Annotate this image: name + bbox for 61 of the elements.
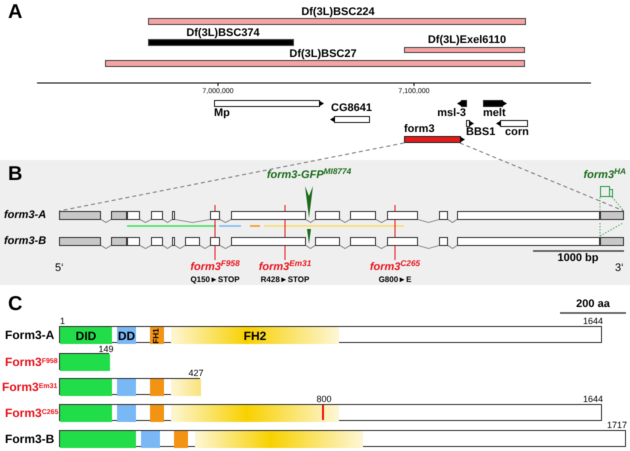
domain-label: DD [118,330,136,342]
domain-box [174,431,188,448]
domain-box [150,405,164,422]
domain-box [150,327,164,344]
domain-label: DID [76,330,96,342]
protein-label: Form3$^{C265}$ [5,407,58,419]
domain-box [60,431,136,448]
scale-label: 200 aa [576,299,610,310]
protein-label: Form3-A [5,329,54,341]
gene-label: Mp [214,108,230,119]
position-number: 1644 [582,395,603,404]
protein-label: Form3$^{F958}$ [5,356,58,368]
domain-box [171,327,339,344]
allele-label: form3$^{Em31}$ [258,262,312,273]
allele-label: form3$^{HA}$ [584,170,626,181]
allele-label: form3$^{C265}$ [370,262,420,273]
domain-box [171,379,201,396]
transcript-label: form3-A [4,210,46,221]
deletion-label: Df(3L)Exel6110 [428,35,506,46]
domain-box [117,405,136,422]
position-number: 149 [98,345,114,354]
gene-label: BBS1 [466,127,496,138]
domain-box [141,431,160,448]
deletion-label: Df(3L)BSC374 [186,28,260,39]
domain-box [117,379,136,396]
zoom-guide-line [460,142,624,212]
gene-label: CG8641 [331,103,372,114]
mutation-label: R428►STOP [260,276,310,284]
position-number: 1 [60,317,66,326]
deletion-label: Df(3L)BSC224 [301,7,375,18]
panel-letter: B [8,164,22,184]
position-number: 800 [316,395,332,404]
protein-label: Form3$^{Em31}$ [2,381,58,393]
domain-box [60,327,112,344]
domain-label: FH2 [244,330,266,342]
position-number: 427 [188,369,204,378]
panel-letter: A [8,2,22,22]
gene-label: form3 [404,124,435,135]
mutation-label: Q150►STOP [190,276,240,284]
gene-label: msl-3 [437,108,466,119]
domain-box [195,431,363,448]
transcript-label: form3-B [4,236,46,247]
scale-label: 1000 bp [558,253,598,264]
end-label: 3‘ [615,263,624,274]
domain-label: FH1 [153,328,161,344]
domain-box [60,405,112,422]
position-number: 1717 [606,421,627,430]
position-number: 1644 [582,317,603,326]
zoom-guide-line [58,142,404,212]
gene-label: melt [483,108,506,119]
domain-box [60,379,112,396]
domain-box [171,405,339,422]
allele-label: form3-GFP$^{MI8774}$ [266,170,352,181]
panel-letter: C [8,294,22,314]
protein-label: Form3-B [5,433,54,445]
domain-box [150,379,164,396]
gene-label: corn [505,127,529,138]
end-label: 5‘ [55,263,64,274]
mutation-label: G800►E [378,276,412,284]
allele-label: form3$^{F958}$ [190,262,240,273]
deletion-label: Df(3L)BSC27 [289,49,357,60]
